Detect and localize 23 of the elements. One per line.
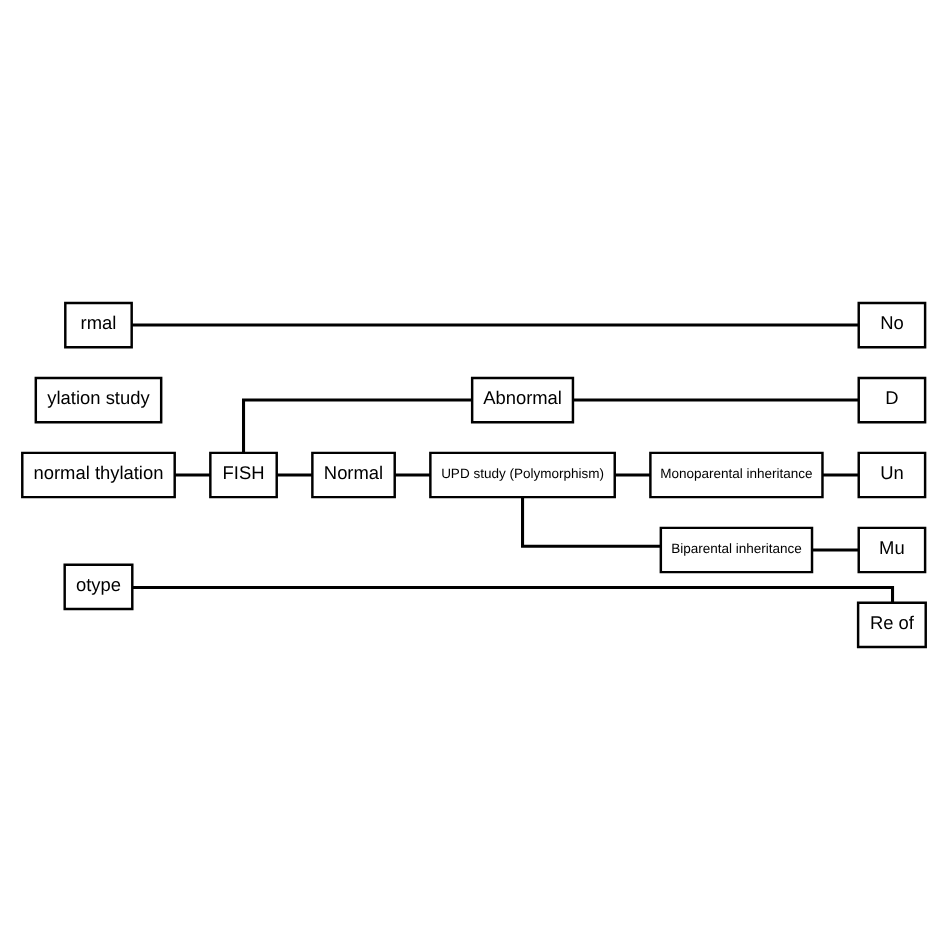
connector (132, 584, 895, 602)
node-box: Normal (311, 450, 396, 498)
node-box: Re of (856, 600, 927, 648)
node-box: Mu (857, 525, 927, 573)
connector (174, 472, 211, 476)
connector (242, 397, 472, 452)
node-box: rmal (64, 300, 133, 348)
connector (277, 472, 312, 476)
node-box: ylation study (34, 375, 163, 423)
node-box: No (857, 300, 927, 348)
node-box: Un (857, 450, 927, 498)
connector (394, 472, 431, 476)
node-box: FISH (209, 450, 278, 498)
node-box: Abnormal (470, 375, 575, 423)
node-box: normal thylation (21, 450, 176, 498)
connector (573, 397, 859, 401)
connector (132, 322, 859, 326)
connector (812, 547, 859, 551)
connector (614, 472, 651, 476)
connector (521, 496, 661, 547)
node-box: otype (63, 562, 134, 610)
connector (822, 472, 859, 476)
node-box: D (857, 375, 927, 423)
